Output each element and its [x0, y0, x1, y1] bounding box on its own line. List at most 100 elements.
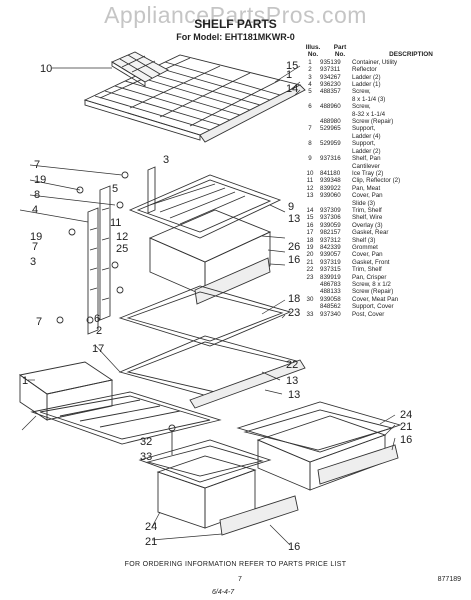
- callout-number: 21: [145, 536, 157, 548]
- legend-part-no: 939059: [320, 221, 341, 229]
- legend-description: Screw (Repair): [352, 288, 394, 296]
- legend-description: Shelf, Wire: [352, 214, 383, 222]
- legend-part-no: 937340: [320, 310, 341, 318]
- legend-illus-no: 21: [306, 258, 314, 266]
- callout-number: 1: [286, 69, 292, 81]
- legend-part-no: 935139: [320, 58, 341, 66]
- legend-part-no: 488980: [320, 118, 341, 126]
- legend-part-no: 841180: [320, 169, 341, 177]
- legend-description: Screw, 8 x 1/2: [352, 281, 391, 288]
- legend-description: Ladder (2): [352, 73, 381, 81]
- legend-description: Gasket, Front: [352, 258, 390, 266]
- legend-illus-no: 2: [308, 66, 312, 74]
- legend-part-no: 934267: [320, 73, 341, 81]
- legend-part-no: 486783: [320, 281, 341, 288]
- legend-part-no: 529965: [320, 125, 341, 133]
- legend-part-no: 839919: [320, 273, 341, 281]
- fasteners-illustration: [56, 171, 129, 324]
- callout-number: 23: [288, 307, 300, 319]
- legend-illus-no: 8: [308, 140, 312, 148]
- legend-description: Grommet: [352, 243, 378, 251]
- callout-number: 33: [140, 451, 152, 463]
- callout-number: 16: [400, 434, 412, 446]
- callout-number: 24: [400, 409, 412, 421]
- callout-number: 6: [94, 313, 100, 325]
- legend-description: Shelf, Pan: [352, 155, 381, 163]
- left-crisper-illustration: [138, 424, 299, 536]
- legend-part-no: 937319: [320, 258, 341, 266]
- legend-description: Support,: [352, 140, 376, 148]
- legend-part-no: 842339: [320, 243, 341, 251]
- ordering-note: FOR ORDERING INFORMATION REFER TO PARTS …: [124, 561, 347, 568]
- ice-tray-illustration: [111, 51, 169, 87]
- legend-description: 8-32 x 1-1/4: [352, 110, 386, 118]
- legend-illus-no: 17: [306, 229, 314, 237]
- legend-description: Reflector: [352, 66, 377, 74]
- legend-row: 21 937319 Gasket, Front: [300, 259, 468, 266]
- callout-number: 3: [163, 154, 169, 166]
- callout-number: 13: [288, 389, 300, 401]
- legend-part-no: 937306: [320, 214, 341, 222]
- legend-part-no: 937312: [320, 236, 341, 244]
- callout-number: 21: [400, 421, 412, 433]
- callout-number: 16: [288, 541, 300, 553]
- legend-part-no: 848562: [320, 303, 341, 311]
- crisper-cover-illustration: [30, 391, 222, 445]
- legend-description: Pan, Crisper: [352, 273, 387, 281]
- legend-description: Slide (3): [352, 199, 376, 207]
- legend-description: Cantilever: [352, 162, 380, 170]
- legend-row: 486783 Screw, 8 x 1/2: [300, 281, 468, 288]
- legend-part-no: 488357: [320, 88, 341, 96]
- legend-part-no: 839922: [320, 184, 341, 192]
- legend-row: 488133 Screw (Repair): [300, 288, 468, 295]
- legend-description: Support,: [352, 125, 376, 133]
- legend-row: Ladder (4): [300, 133, 468, 140]
- callout-number: 26: [288, 241, 300, 253]
- legend-illus-no: 19: [306, 243, 314, 251]
- callout-number: 1: [22, 375, 28, 387]
- callout-number: 24: [145, 521, 157, 533]
- legend-description: Ladder (4): [352, 132, 381, 140]
- callout-number: 7: [36, 316, 42, 328]
- callout-number: 9: [288, 201, 294, 213]
- callout-number: 13: [288, 213, 300, 225]
- legend-part-no: 939348: [320, 177, 341, 185]
- legend-illus-no: 11: [306, 177, 314, 185]
- legend-description: Pan, Meat: [352, 184, 381, 192]
- callout-number: 16: [288, 254, 300, 266]
- legend-row: Cantilever: [300, 163, 468, 170]
- wire-shelf-illustration: [83, 54, 306, 143]
- legend-part-no: 488133: [320, 288, 341, 296]
- legend-illus-no: 1: [308, 58, 312, 66]
- legend-illus-no: 6: [308, 103, 312, 111]
- legend-description: Ladder (1): [352, 81, 381, 89]
- legend-illus-no: 33: [306, 310, 314, 318]
- legend-header: Illus. No. Part No. DESCRIPTION: [300, 44, 468, 59]
- callout-number: 15: [286, 60, 298, 72]
- glass-shelves-illustration: [118, 285, 306, 409]
- legend-part-no: 529959: [320, 140, 341, 148]
- callout-number: 18: [288, 293, 300, 305]
- legend-illus-no: 13: [306, 192, 314, 200]
- callout-number: 8: [34, 189, 40, 201]
- legend-description: Gasket, Rear: [352, 229, 389, 237]
